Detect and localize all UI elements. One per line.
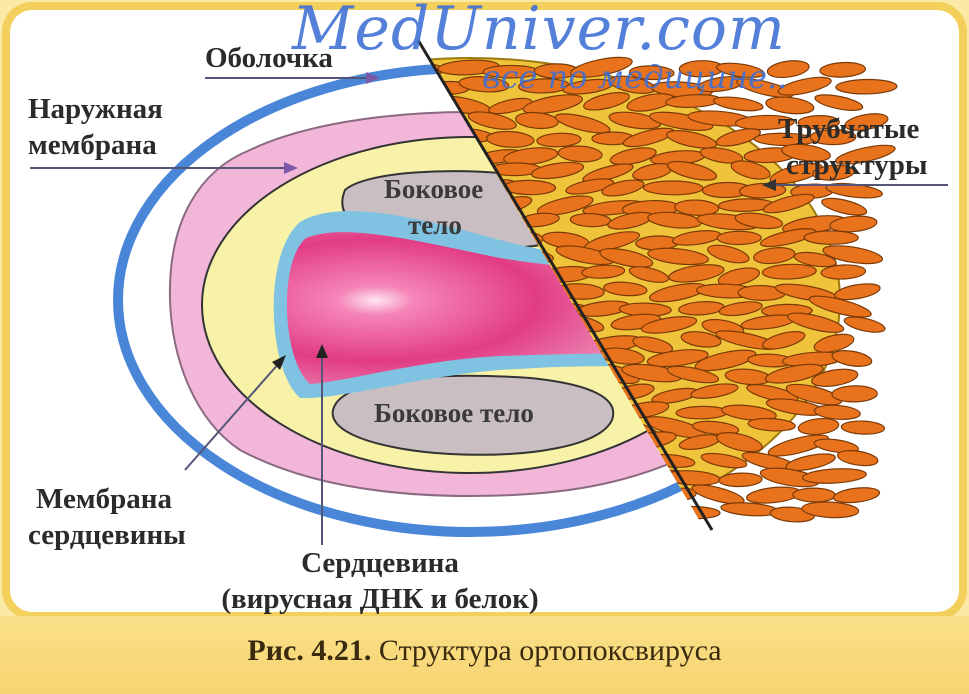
label-lateral-body-top-line1: Боковое (384, 174, 483, 205)
label-tubular-line2: структуры (786, 148, 928, 182)
label-core-line2: (вирусная ДНК и белок) (190, 582, 570, 616)
watermark-site: MedUniver.com (292, 0, 786, 64)
label-lateral-body-bottom: Боковое тело (374, 398, 534, 429)
label-core-line1: Сердцевина (220, 546, 540, 580)
tubule (804, 231, 858, 245)
watermark-tagline: все по медицине.. (482, 58, 787, 96)
caption-number: Рис. 4.21. (247, 634, 371, 667)
tubule (643, 181, 703, 195)
label-outer-membrane-line1: Наружная (28, 92, 163, 126)
tubule (717, 231, 761, 244)
caption-text: Структура ортопоксвируса (379, 634, 722, 667)
label-envelope: Оболочка (205, 41, 333, 75)
tubule (832, 386, 878, 403)
figure-caption: Рис. 4.21. Структура ортопоксвируса (0, 634, 969, 668)
label-lateral-body-top-line2: тело (408, 210, 462, 241)
label-outer-membrane-line2: мембрана (28, 128, 157, 162)
tubule (676, 406, 728, 419)
label-core-membrane-line1: Мембрана (36, 482, 172, 516)
label-tubular-line1: Трубчатые (778, 112, 919, 146)
tubule (836, 79, 897, 94)
tubule (793, 488, 836, 502)
label-core-membrane-line2: сердцевины (28, 518, 186, 552)
